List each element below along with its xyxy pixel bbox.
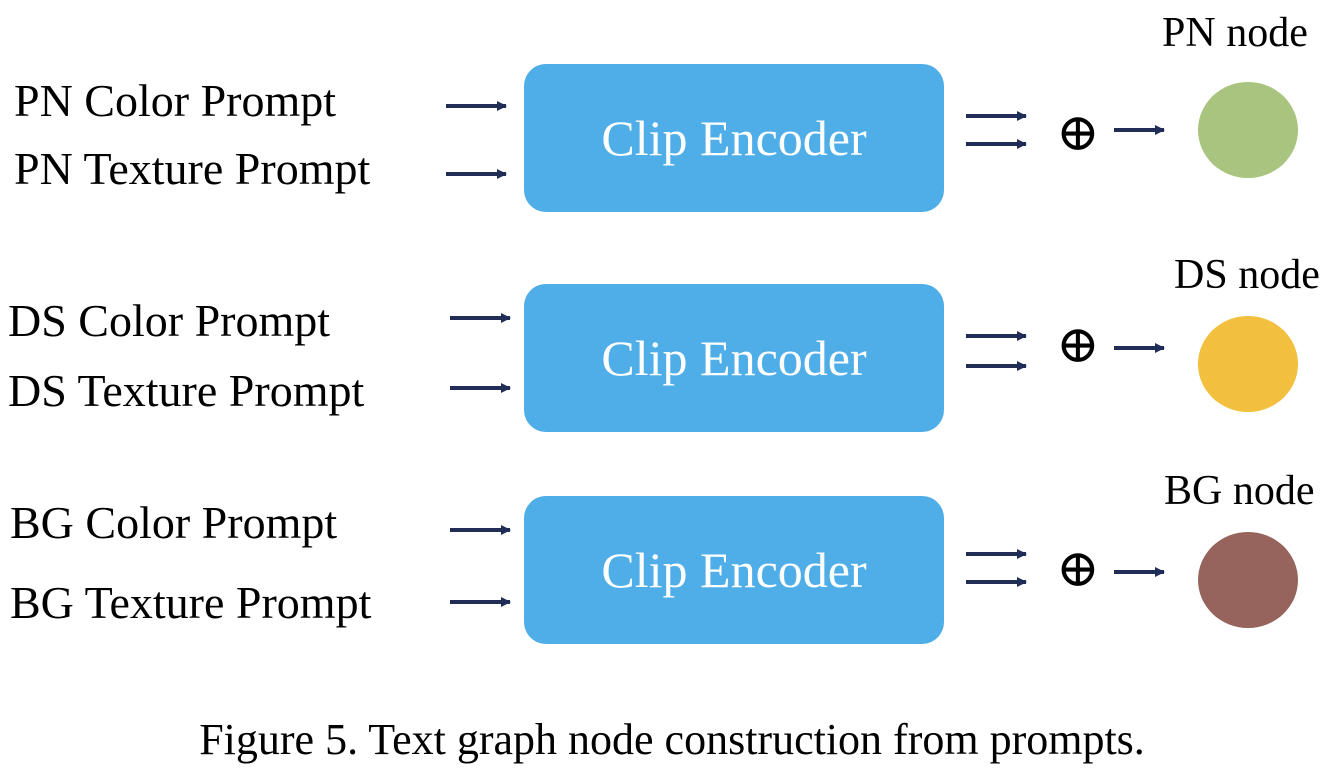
- bg-sum-symbol: ⊕: [1056, 541, 1100, 598]
- pn-node-label: PN node: [1162, 10, 1308, 56]
- bg-clip-encoder-label: Clip Encoder: [601, 542, 867, 598]
- pn-sum-symbol: ⊕: [1056, 105, 1100, 162]
- pn-node: [1198, 82, 1298, 178]
- ds-clip-encoder-label: Clip Encoder: [601, 330, 867, 386]
- pn-clip-encoder: Clip Encoder: [524, 64, 944, 212]
- bg-texture-prompt: BG Texture Prompt: [10, 577, 372, 628]
- bg-color-prompt: BG Color Prompt: [10, 497, 338, 548]
- ds-node: [1198, 316, 1298, 412]
- ds-color-prompt: DS Color Prompt: [8, 295, 331, 346]
- pn-color-prompt: PN Color Prompt: [14, 75, 337, 126]
- ds-clip-encoder: Clip Encoder: [524, 284, 944, 432]
- bg-clip-encoder: Clip Encoder: [524, 496, 944, 644]
- bg-node: [1198, 532, 1298, 628]
- ds-sum-symbol: ⊕: [1056, 317, 1100, 374]
- pn-clip-encoder-label: Clip Encoder: [601, 110, 867, 166]
- ds-texture-prompt: DS Texture Prompt: [8, 365, 365, 416]
- bg-node-label: BG node: [1164, 468, 1315, 514]
- ds-node-label: DS node: [1174, 252, 1320, 298]
- figure-caption: Figure 5. Text graph node construction f…: [199, 715, 1145, 764]
- pn-texture-prompt: PN Texture Prompt: [14, 143, 371, 194]
